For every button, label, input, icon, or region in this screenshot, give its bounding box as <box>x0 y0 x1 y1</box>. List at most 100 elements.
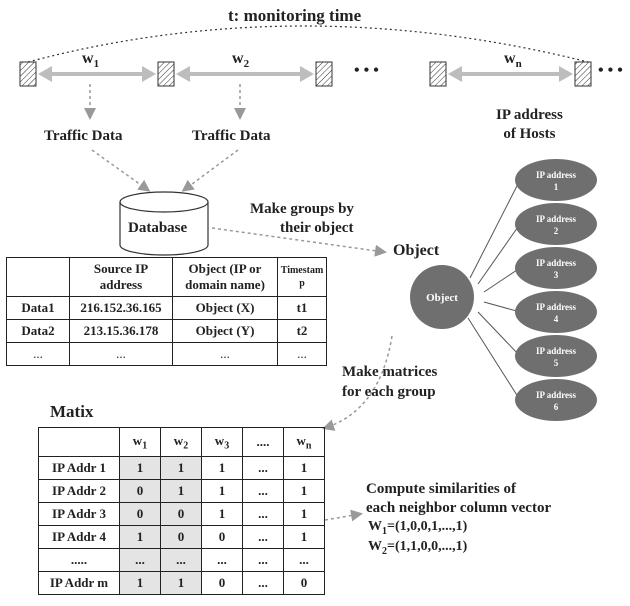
matrix-title: Matix <box>50 402 94 421</box>
matrix-cell: ... <box>242 525 284 549</box>
window-arrow-w2 <box>176 66 314 82</box>
table-cell: ... <box>69 342 173 366</box>
matrix-cell: 1 <box>283 502 325 526</box>
ip-node-6-num: 6 <box>554 402 559 412</box>
matrix-cell: ... <box>242 571 284 595</box>
matrix-col-header: wn <box>283 427 325 457</box>
table-cell: t2 <box>277 319 327 343</box>
arrow-traffic2-db <box>181 149 239 192</box>
table-cell: ... <box>6 342 70 366</box>
matrix-col-header: .... <box>242 427 284 457</box>
ip-node-3-num: 3 <box>554 270 559 280</box>
window-ellipsis: • • • <box>354 62 379 79</box>
matrix-row-label: ..... <box>38 548 120 572</box>
table-cell: Object (Y) <box>172 319 278 343</box>
ip-node-3 <box>515 247 597 289</box>
traffic-data-label-2: Traffic Data <box>192 128 271 144</box>
ip-node-5 <box>515 335 597 377</box>
matrix-cell: 1 <box>160 571 202 595</box>
matrix-cell: 0 <box>160 525 202 549</box>
object-links <box>467 179 521 401</box>
window-boundary <box>315 61 333 87</box>
window-boundary <box>574 61 592 87</box>
table-cell: t1 <box>277 296 327 320</box>
matrix-row: IP Addr 1 1 1 1 ... 1 <box>38 456 325 480</box>
ip-node-5-num: 5 <box>554 358 559 368</box>
matrix-cell: 1 <box>283 479 325 503</box>
matrix-cell: ... <box>242 456 284 480</box>
ip-node-1-label: IP address <box>536 170 577 180</box>
table-cell: 213.15.36.178 <box>69 319 173 343</box>
ip-node-5-label: IP address <box>536 346 577 356</box>
matrix-row: IP Addr 4 1 0 0 ... 1 <box>38 525 325 549</box>
matrix-cell: 1 <box>201 479 243 503</box>
database-label: Database <box>128 220 188 236</box>
ip-node-6-label: IP address <box>536 390 577 400</box>
matrix-header-row: w1 w2 w3 .... wn <box>38 427 325 457</box>
matrix-row: IP Addr m 1 1 0 ... 0 <box>38 571 325 595</box>
matrix-cell: 0 <box>201 571 243 595</box>
matrix-row: IP Addr 3 0 0 1 ... 1 <box>38 502 325 526</box>
window-arrow-wn <box>448 66 573 82</box>
ip-node-1 <box>515 159 597 201</box>
ip-node-1-num: 1 <box>554 182 559 192</box>
matrix-col-header: w1 <box>119 427 161 457</box>
table-cell: Object (X) <box>172 296 278 320</box>
matrix-cell: 1 <box>119 456 161 480</box>
hosts-label: IP address of Hosts <box>496 107 563 142</box>
ip-node-2 <box>515 203 597 245</box>
table-row: Data1 216.152.36.165 Object (X) t1 <box>6 296 327 320</box>
matrix-cell: 0 <box>160 502 202 526</box>
arrow-matrix-compute <box>324 509 363 522</box>
matrix-cell: 1 <box>119 525 161 549</box>
compute-similarities-text: Compute similarities of each neighbor co… <box>366 481 552 516</box>
ip-node-6 <box>515 379 597 421</box>
make-matrices-label: Make matrices for each group <box>342 364 438 400</box>
table-row: Data2 213.15.36.178 Object (Y) t2 <box>6 319 327 343</box>
window-label-w2: w2 <box>232 50 250 71</box>
matrix-cell: 0 <box>119 502 161 526</box>
table-cell: ... <box>277 342 327 366</box>
object-node <box>410 265 474 329</box>
matrix-cell: ... <box>119 548 161 572</box>
window-arrow-w1 <box>38 66 156 82</box>
make-groups-label: Make groups by their object <box>250 201 354 236</box>
matrix-cell: 1 <box>283 525 325 549</box>
table-cell: Data1 <box>6 296 70 320</box>
ip-node-3-label: IP address <box>536 258 577 268</box>
vector-w1: W1=(1,0,0,1,...,1) <box>368 519 468 537</box>
matrix-cell: 1 <box>160 456 202 480</box>
matrix-row-label: IP Addr 3 <box>38 502 120 526</box>
table-cell: 216.152.36.165 <box>69 296 173 320</box>
matrix-cell: ... <box>201 548 243 572</box>
matrix-cell: 0 <box>201 525 243 549</box>
matrix-cell: 1 <box>283 456 325 480</box>
window-boundary <box>19 61 37 87</box>
matrix-table: w1 w2 w3 .... wn IP Addr 1 1 1 1 ... 1 I… <box>38 427 325 595</box>
window-ellipsis-end: • • • <box>598 62 623 79</box>
matrix-cell: 1 <box>160 479 202 503</box>
window-boundary <box>429 61 447 87</box>
table-cell: Data2 <box>6 319 70 343</box>
matrix-cell: 0 <box>119 479 161 503</box>
window-label-w1: w1 <box>82 50 100 71</box>
table-cell: ... <box>172 342 278 366</box>
table-header-cell <box>6 257 70 297</box>
window-label-wn: wn <box>504 50 522 71</box>
vector-w2: W2=(1,1,0,0,...,1) <box>368 539 468 557</box>
object-node-label: Object <box>426 292 458 304</box>
matrix-cell: 0 <box>283 571 325 595</box>
table-row: ... ... ... ... <box>6 342 327 366</box>
matrix-corner-cell <box>38 427 120 457</box>
matrix-cell: 1 <box>119 571 161 595</box>
arrow-traffic1-db <box>91 149 151 192</box>
matrix-row: IP Addr 2 0 1 1 ... 1 <box>38 479 325 503</box>
matrix-cell: ... <box>242 479 284 503</box>
matrix-col-header: w2 <box>160 427 202 457</box>
